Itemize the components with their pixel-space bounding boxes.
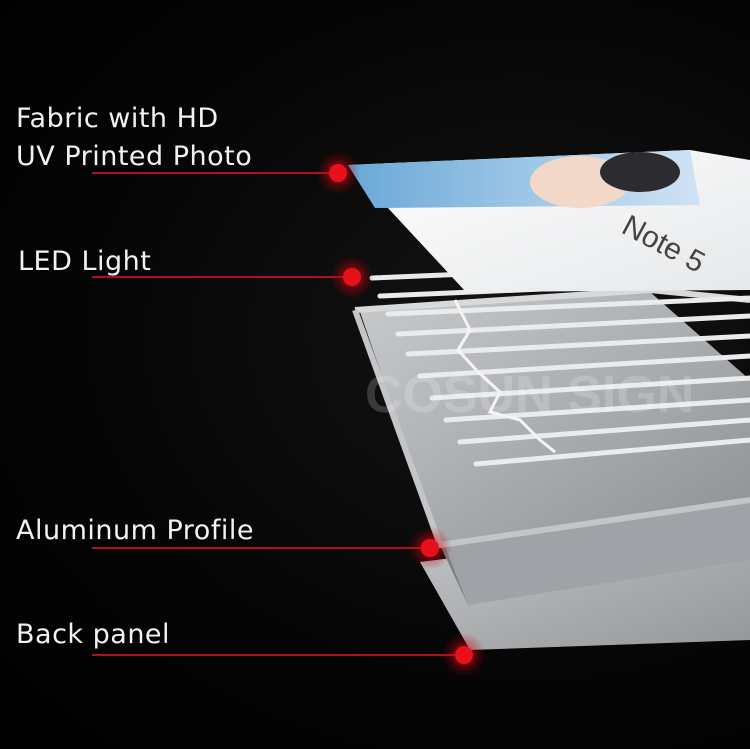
- marker-fabric: [316, 151, 360, 195]
- label-fabric: Fabric with HD UV Printed Photo: [16, 100, 252, 176]
- marker-led: [330, 255, 374, 299]
- fabric-graphic: Note 5: [348, 150, 750, 292]
- watermark-text: COSUN SIGN: [365, 366, 694, 424]
- marker-back: [442, 633, 486, 677]
- label-back-panel: Back panel: [16, 616, 170, 654]
- label-fabric-line1: Fabric with HD: [16, 100, 252, 138]
- label-led: LED Light: [18, 243, 151, 281]
- marker-aluminum: [408, 526, 452, 570]
- label-fabric-line2: UV Printed Photo: [16, 138, 252, 176]
- label-aluminum-profile: Aluminum Profile: [16, 512, 254, 550]
